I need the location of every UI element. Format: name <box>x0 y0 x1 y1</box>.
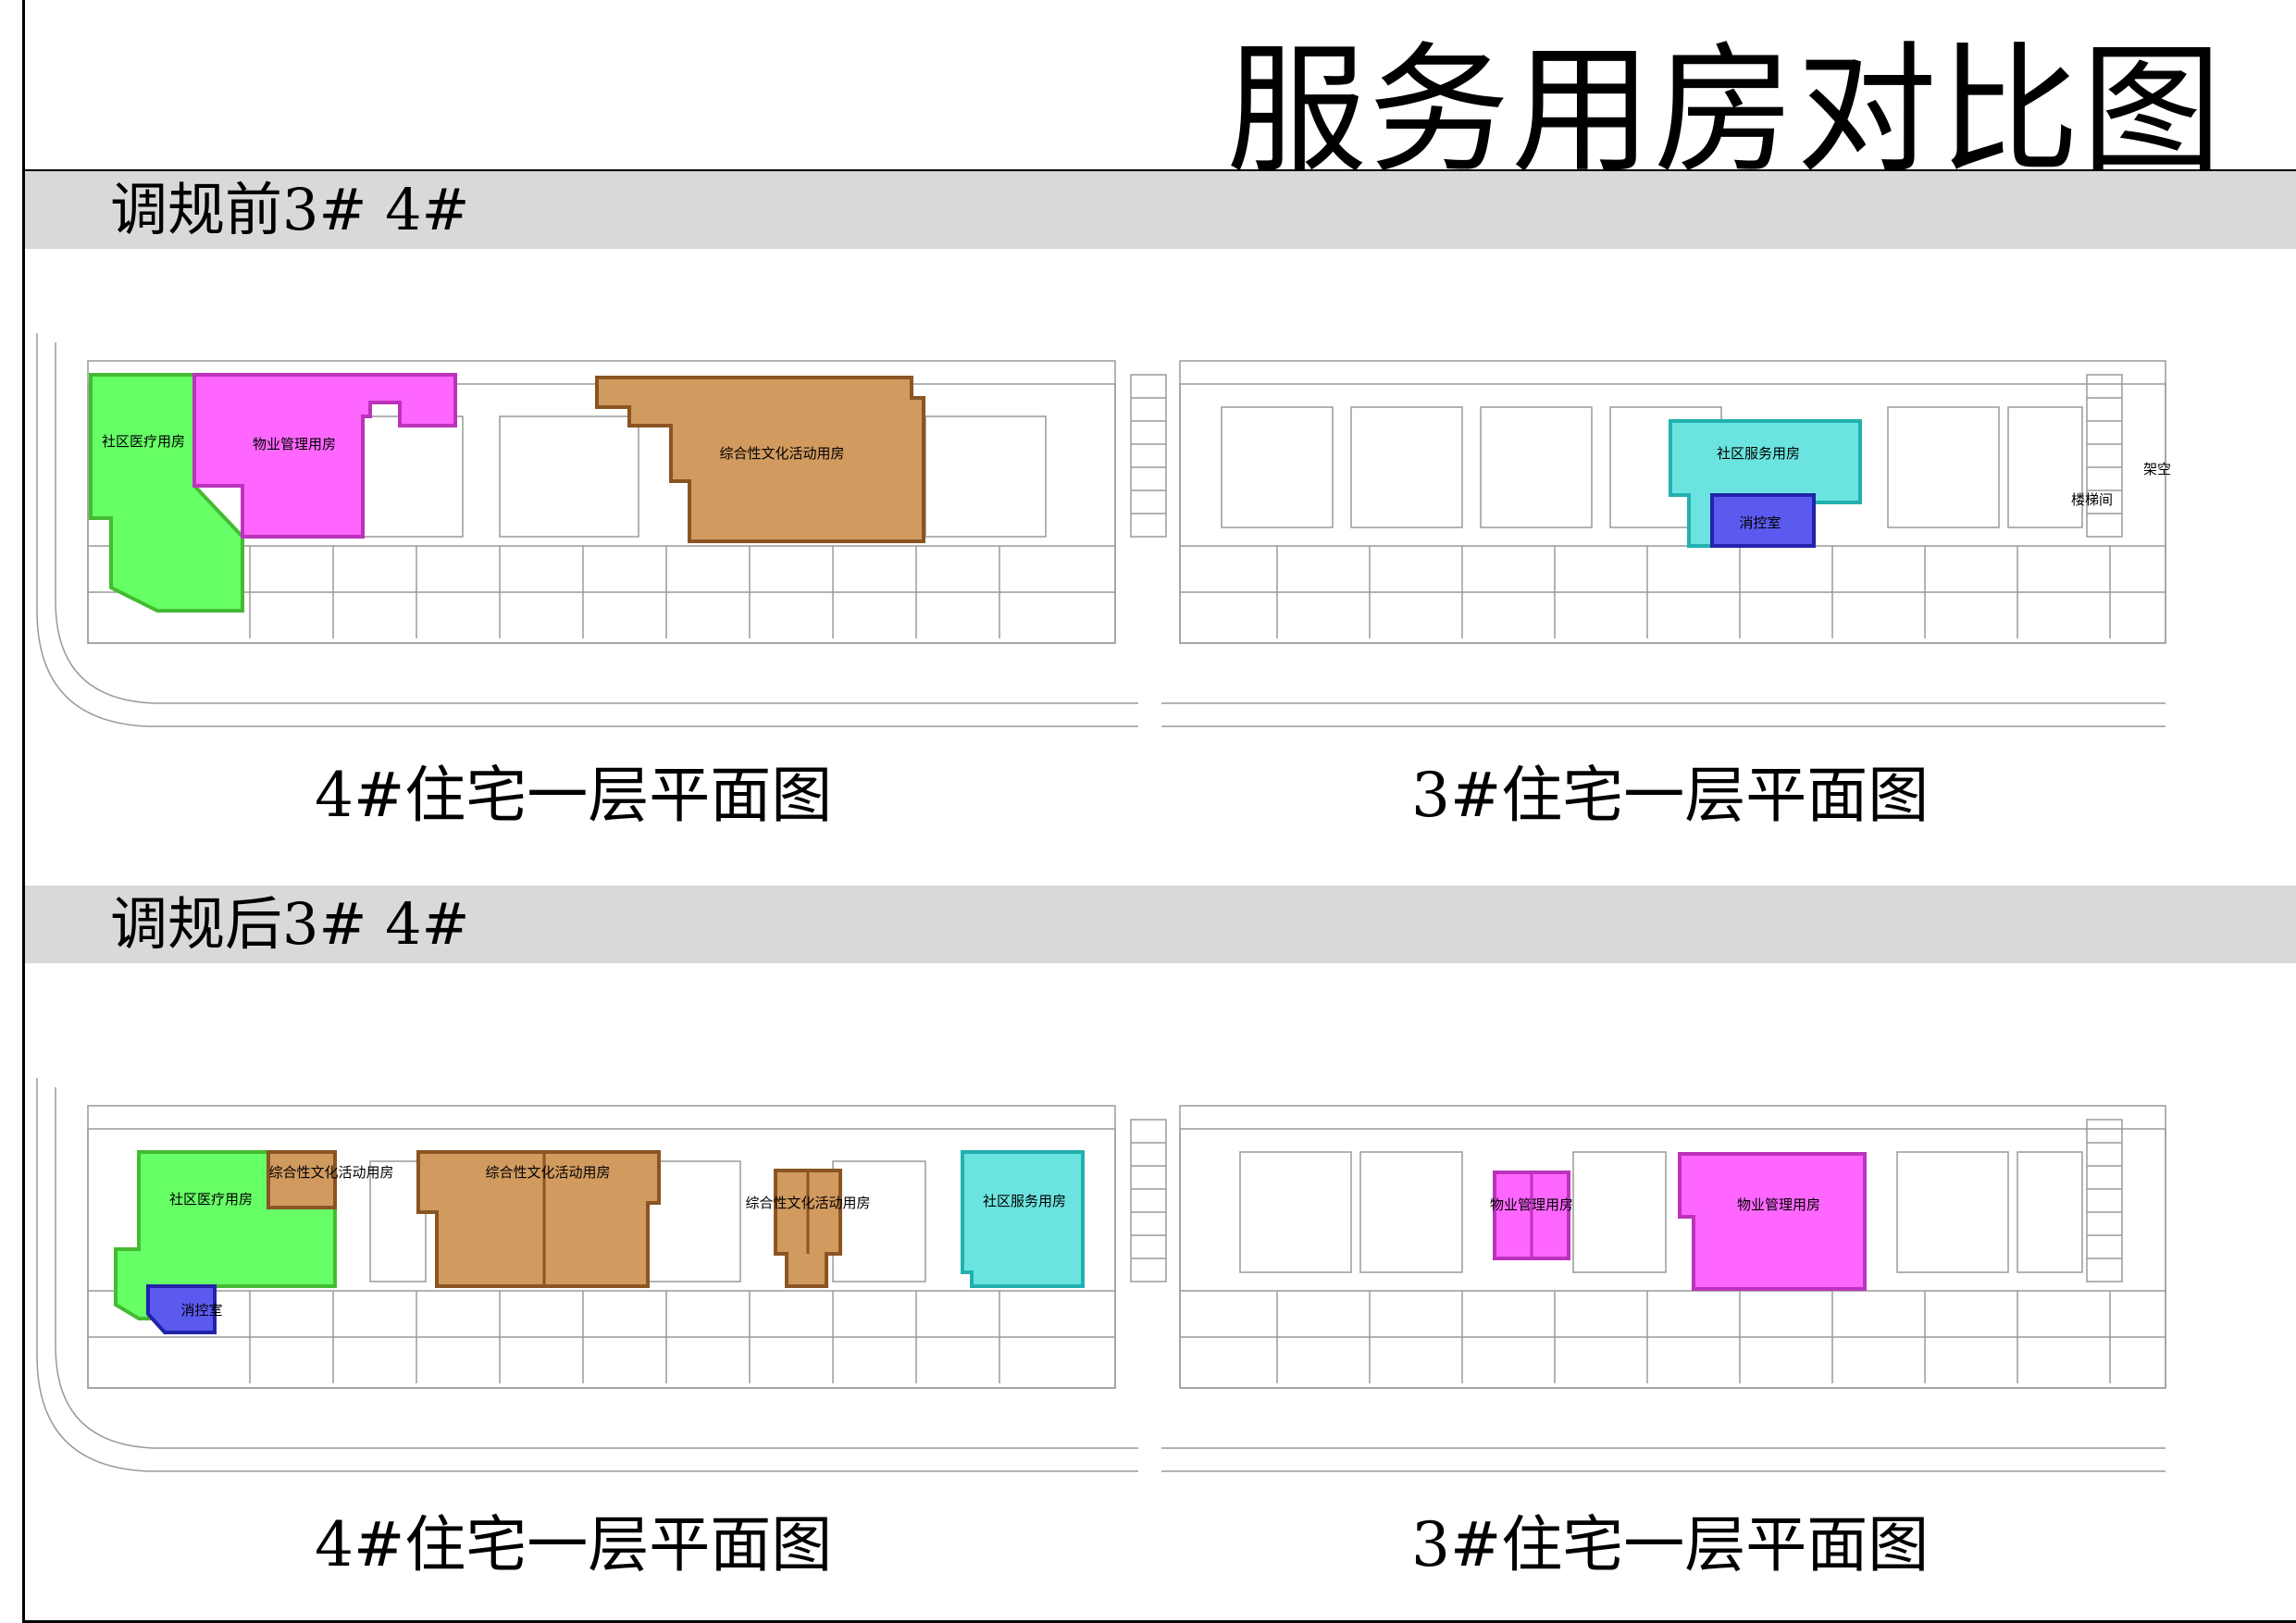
label-culture-activity: 综合性文化活动用房 <box>719 445 844 462</box>
label-medical: 社区医疗用房 <box>102 433 185 450</box>
plan-linework-before <box>36 333 2166 727</box>
label-property-management-large: 物业管理用房 <box>1737 1196 1820 1213</box>
label-community-service: 社区服务用房 <box>983 1193 1066 1209</box>
caption-building4-after: 4#住宅一层平面图 <box>315 1509 833 1580</box>
page-title: 服务用房对比图 <box>1226 29 2224 192</box>
room-property-management <box>192 373 457 539</box>
room-culture-activity-large <box>416 1150 661 1288</box>
caption-building3-before: 3#住宅一层平面图 <box>1411 760 1930 831</box>
room-fire-control <box>1710 493 1816 548</box>
room-fire-control <box>146 1284 217 1334</box>
label-culture-activity-medium: 综合性文化活动用房 <box>745 1195 870 1211</box>
page-frame <box>22 0 2296 1623</box>
room-community-service <box>961 1150 1085 1288</box>
label-fire-control: 消控室 <box>1739 514 1781 531</box>
section-header-after: 调规后3# 4# <box>25 886 2296 963</box>
room-labels-after: 社区医疗用房 综合性文化活动用房 消控室 综合性文化活动用房 综合性文化活动用房… <box>169 1164 1820 1319</box>
label-community-service: 社区服务用房 <box>1717 445 1800 462</box>
room-culture-activity <box>595 376 925 543</box>
label-fire-control: 消控室 <box>180 1302 222 1319</box>
label-property-management-small: 物业管理用房 <box>1490 1196 1573 1213</box>
room-overlays-after <box>114 1150 1867 1334</box>
label-overhead: 架空 <box>2143 461 2171 477</box>
label-culture-activity-small: 综合性文化活动用房 <box>268 1164 393 1181</box>
caption-building3-after: 3#住宅一层平面图 <box>1411 1509 1930 1580</box>
floor-plan-before: 社区医疗用房 物业管理用房 综合性文化活动用房 社区服务用房 消控室 楼梯间 架… <box>36 333 2171 727</box>
label-culture-activity-large: 综合性文化活动用房 <box>485 1164 610 1181</box>
room-culture-activity-small <box>267 1150 337 1209</box>
section-label-before: 调规前3# 4# <box>110 176 470 243</box>
floor-plan-after: 社区医疗用房 综合性文化活动用房 消控室 综合性文化活动用房 综合性文化活动用房… <box>36 1078 2166 1472</box>
room-overlays-before <box>89 373 1862 613</box>
section-header-before: 调规前3# 4# <box>25 171 2296 249</box>
section-label-after: 调规后3# 4# <box>110 890 470 958</box>
label-property-management: 物业管理用房 <box>253 436 336 452</box>
room-labels-before: 社区医疗用房 物业管理用房 综合性文化活动用房 社区服务用房 消控室 楼梯间 架… <box>102 433 2171 531</box>
title-divider <box>22 169 2296 172</box>
label-medical: 社区医疗用房 <box>169 1191 253 1208</box>
label-stairwell: 楼梯间 <box>2071 491 2113 508</box>
room-property-management-large <box>1678 1152 1867 1291</box>
caption-building4-before: 4#住宅一层平面图 <box>315 760 833 831</box>
plan-linework-after <box>36 1078 2166 1472</box>
